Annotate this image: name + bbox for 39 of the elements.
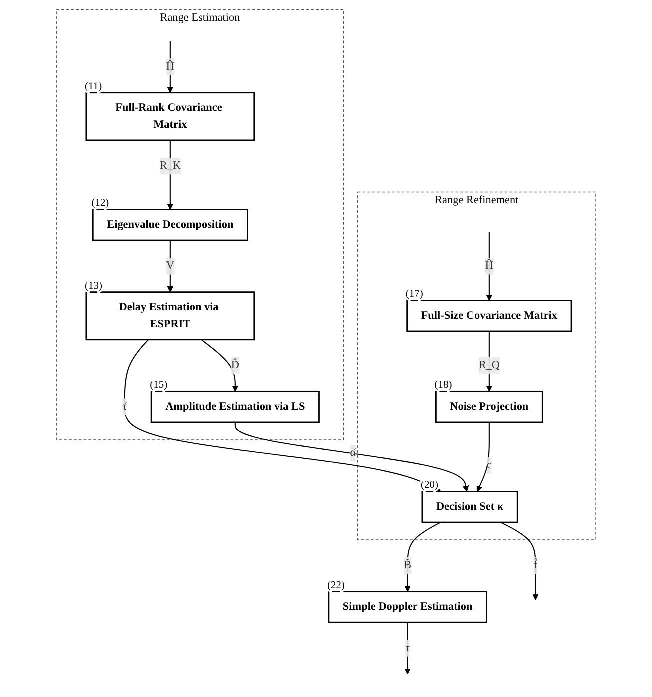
equation-number: (13) bbox=[84, 280, 102, 292]
edge-label: τ̃ bbox=[405, 642, 410, 654]
arrow bbox=[167, 240, 174, 292]
node-box: Noise Projection bbox=[435, 390, 544, 423]
equation-number: (17) bbox=[406, 288, 424, 300]
node-box: Amplitude Estimation via LS bbox=[150, 390, 320, 423]
edge-label: τ̂ bbox=[122, 400, 127, 412]
arrow bbox=[404, 522, 441, 592]
edge-label: Ĥ bbox=[485, 260, 494, 272]
arrow bbox=[234, 422, 469, 492]
arrow bbox=[200, 338, 238, 392]
arrow bbox=[486, 232, 492, 300]
node-box: Simple Doppler Estimation bbox=[328, 590, 488, 623]
edge-label: V bbox=[166, 260, 174, 272]
edge-label: α̂ bbox=[350, 446, 356, 459]
edge-label: f̃ bbox=[534, 559, 538, 572]
edge-label: Ĥ bbox=[166, 60, 174, 72]
edge-label: R_Q bbox=[478, 358, 500, 371]
node-box: Decision Set κ bbox=[421, 490, 518, 523]
arrow bbox=[167, 40, 174, 93]
equation-number: (18) bbox=[434, 380, 452, 391]
equation-number: (11) bbox=[84, 80, 102, 92]
edge-label: D̂ bbox=[231, 358, 240, 371]
arrow bbox=[500, 522, 538, 600]
arrow bbox=[124, 339, 442, 492]
edge-label: R_K bbox=[160, 160, 181, 172]
edge-label: c bbox=[486, 459, 492, 471]
edge-label: B̃ bbox=[404, 559, 412, 572]
node-box: Full-Rank Covariance Matrix bbox=[85, 92, 255, 141]
arrow bbox=[167, 140, 174, 210]
node-box: Delay Estimation via ESPRIT bbox=[85, 291, 255, 340]
node-box: Full-Size Covariance Matrix bbox=[406, 300, 572, 332]
arrow bbox=[476, 422, 490, 492]
equation-number: (12) bbox=[91, 198, 109, 209]
equation-number: (15) bbox=[150, 380, 168, 391]
arrow bbox=[486, 331, 492, 392]
node-box: Eigenvalue Decomposition bbox=[92, 208, 248, 241]
equation-number: (22) bbox=[327, 580, 345, 591]
arrow bbox=[404, 622, 411, 674]
